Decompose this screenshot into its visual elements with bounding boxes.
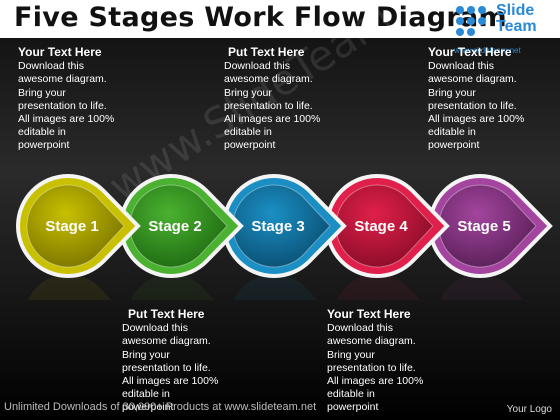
text-line: All images are 100% — [428, 113, 525, 126]
text-line: editable in — [122, 388, 170, 401]
stage-reflection — [336, 274, 421, 300]
text-heading: Your Text Here — [327, 307, 411, 321]
text-line: Bring your — [327, 348, 375, 361]
text-heading: Your Text Here — [18, 45, 102, 59]
text-line: editable in — [18, 126, 66, 139]
text-line: powerpoint — [428, 139, 480, 152]
text-line: presentation to life. — [18, 99, 107, 112]
text-line: presentation to life. — [428, 99, 517, 112]
text-line: awesome diagram. — [327, 335, 416, 348]
stage-reflection — [233, 274, 318, 300]
text-line: Download this — [224, 60, 290, 73]
text-line: Bring your — [224, 86, 272, 99]
text-line: All images are 100% — [327, 375, 424, 388]
text-line: powerpoint — [122, 401, 174, 414]
stage-1: Stage 1 — [16, 174, 141, 278]
stage-4: Stage 4 — [325, 174, 450, 278]
text-line: awesome diagram. — [122, 335, 211, 348]
text-line: presentation to life. — [327, 361, 416, 374]
stage-label: Stage 4 — [354, 218, 408, 235]
text-line: presentation to life. — [224, 99, 313, 112]
text-line: presentation to life. — [122, 361, 211, 374]
logo-url: www.slideteam.net — [454, 46, 521, 55]
text-heading: Put Text Here — [128, 307, 205, 321]
text-line: awesome diagram. — [224, 73, 313, 86]
stage-2: Stage 2 — [119, 174, 244, 278]
stage-inner-shape — [26, 184, 125, 268]
text-line: Bring your — [428, 86, 476, 99]
stage-label: Stage 2 — [148, 218, 201, 235]
text-line: powerpoint — [18, 139, 70, 152]
stage-3: Stage 3 — [222, 174, 347, 278]
text-line: editable in — [327, 388, 375, 401]
text-line: awesome diagram. — [428, 73, 517, 86]
text-line: All images are 100% — [122, 375, 219, 388]
five-stage-flow-diagram: Stage 5 Stage 4 Stage 3 Stage 2 Stage 1 — [16, 174, 553, 300]
text-heading: Your Text Here — [428, 45, 512, 59]
text-line: editable in — [224, 126, 272, 139]
text-block-bottom-1: Put Text Here Download this awesome diag… — [122, 307, 219, 415]
stage-label: Stage 1 — [45, 218, 98, 235]
footer-text: Unlimited Downloads of 30,000+ Products … — [4, 401, 317, 413]
text-block-top-3: Your Text Here Download this awesome dia… — [428, 45, 525, 153]
text-block-top-2: Put Text Here Download this awesome diag… — [224, 45, 321, 153]
stage-reflection — [27, 274, 112, 300]
stage-reflection — [439, 274, 524, 300]
text-line: powerpoint — [327, 401, 379, 414]
your-logo-text: Your Logo — [506, 404, 552, 415]
text-block-top-1: Your Text Here Download this awesome dia… — [18, 45, 115, 153]
text-line: Download this — [428, 60, 494, 73]
header-band — [0, 0, 560, 38]
text-line: All images are 100% — [224, 113, 321, 126]
text-heading: Put Text Here — [228, 45, 305, 59]
text-line: Download this — [18, 60, 84, 73]
text-line: editable in — [428, 126, 476, 139]
stage-5: Stage 5 — [428, 174, 553, 278]
slide-title: Five Stages Work Flow Diagram — [14, 2, 507, 33]
text-line: Bring your — [18, 86, 66, 99]
text-line: awesome diagram. — [18, 73, 107, 86]
text-line: All images are 100% — [18, 113, 115, 126]
stage-label: Stage 3 — [251, 218, 304, 235]
text-block-bottom-2: Your Text Here Download this awesome dia… — [327, 307, 424, 415]
stage-label: Stage 5 — [457, 218, 510, 235]
text-line: Bring your — [122, 348, 170, 361]
text-line: powerpoint — [224, 139, 276, 152]
slideteam-dots-logo-icon — [456, 6, 486, 36]
text-line: Download this — [122, 322, 188, 335]
stage-reflection — [130, 274, 215, 300]
text-line: Download this — [327, 322, 393, 335]
